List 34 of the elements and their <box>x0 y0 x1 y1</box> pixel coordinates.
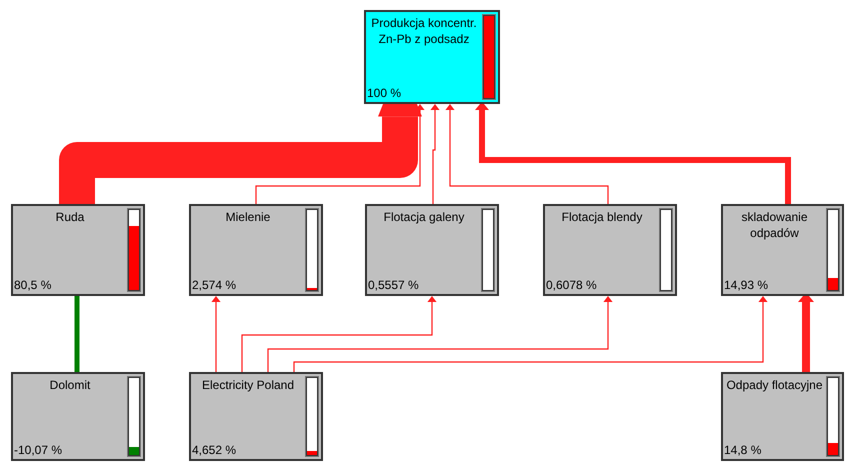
process-box <box>721 204 844 296</box>
process-name: Flotacja galeny <box>382 209 466 225</box>
flow-arrow <box>255 104 425 204</box>
flow-arrow <box>241 296 437 372</box>
flow-arrow <box>430 104 440 204</box>
process-name: Mielenie <box>224 209 272 225</box>
percentage-value: 0,6078 % <box>546 278 597 292</box>
process-name: Odpady flotacyjne <box>726 377 823 393</box>
process-name: Produkcja koncentr. Zn-Pb z podsadz <box>370 15 478 47</box>
percentage-value: 80,5 % <box>14 278 52 292</box>
percentage-value: 2,574 % <box>192 278 236 292</box>
process-name: Flotacja blendy <box>560 209 644 225</box>
process-name: skladowanie odpadów <box>740 209 809 241</box>
percentage-value: 14,8 % <box>724 443 762 457</box>
process-box <box>189 204 323 296</box>
percentage-value: -10,07 % <box>14 443 62 457</box>
flow-arrow <box>293 296 768 372</box>
percentage-value: 100 % <box>367 86 402 100</box>
flow-arrow <box>267 296 613 372</box>
flow-arrow <box>211 296 221 372</box>
process-box <box>11 372 145 461</box>
process-box <box>11 204 145 296</box>
flow-arrow <box>445 104 609 204</box>
percentage-value: 14,93 % <box>724 278 768 292</box>
process-box <box>189 372 323 461</box>
process-box <box>365 204 499 296</box>
process-box <box>364 10 500 104</box>
process-name: Electricity Poland <box>200 377 296 393</box>
percentage-value: 0,5557 % <box>368 278 419 292</box>
percentage-value: 4,652 % <box>192 443 236 457</box>
process-name: Dolomit <box>48 377 92 393</box>
process-name: Ruda <box>54 209 86 225</box>
process-box <box>721 372 844 461</box>
process-box <box>543 204 677 296</box>
